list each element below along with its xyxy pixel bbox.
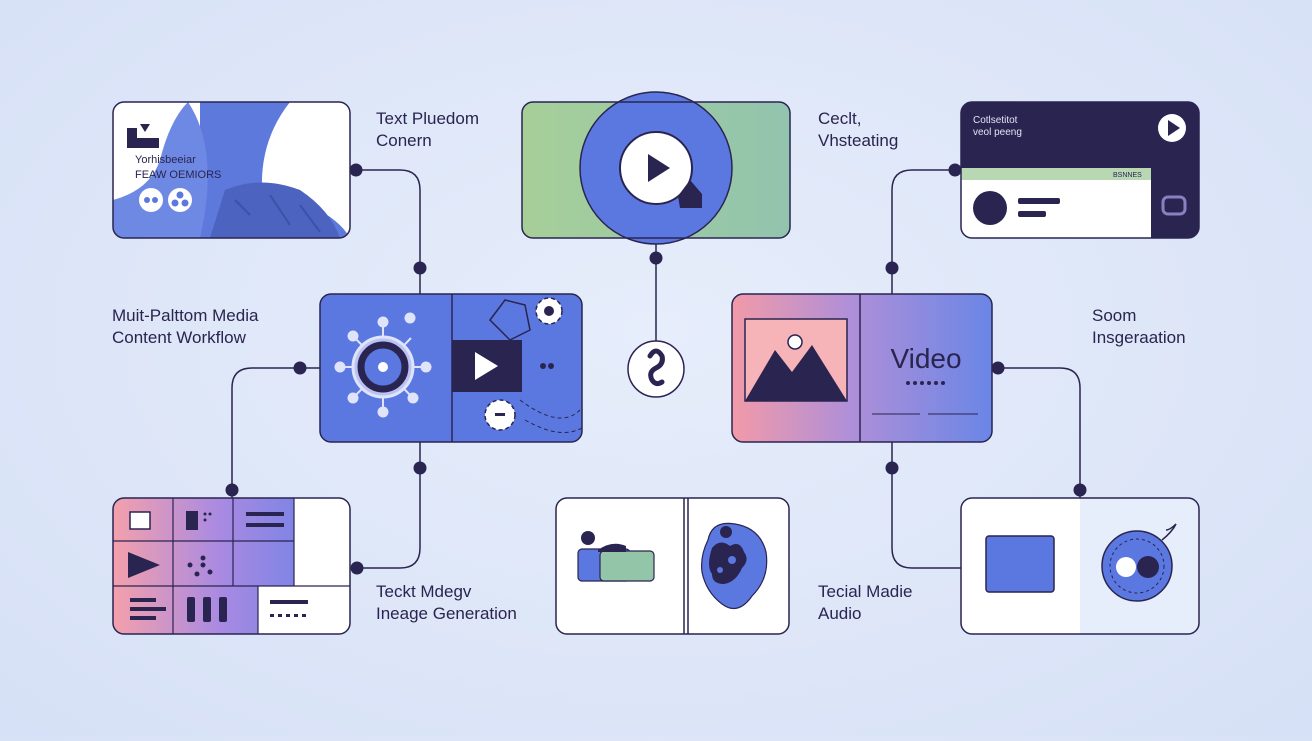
play-icon[interactable] [128, 552, 160, 578]
image-icon [744, 318, 848, 402]
card-image-generation [555, 497, 790, 635]
tr-card-title-2: veol peeng [973, 127, 1022, 138]
gear-icon [535, 297, 563, 325]
pause-icon[interactable] [187, 597, 227, 622]
play-icon[interactable] [475, 352, 498, 380]
card-audio [960, 497, 1200, 635]
tr-card-title-1: Cotlsetitot [973, 115, 1018, 126]
label-image-generation: Teckt Mdegv Ineage Generation [376, 582, 517, 623]
label-integration: Soom Insgeraation [1092, 306, 1186, 347]
video-label: Video [890, 343, 961, 374]
play-icon [1168, 120, 1180, 136]
toggle-icon[interactable] [1161, 195, 1187, 216]
label-audio: Tecial Madie Audio [818, 582, 913, 623]
tr-card-tag: BSNNES [1113, 172, 1142, 179]
location-pin-icon [627, 340, 685, 398]
checkbox-icon[interactable] [129, 511, 151, 530]
card-video-player [521, 91, 791, 245]
card-text-content: Yorhisbeeiar FEAW OEMIORS [112, 101, 351, 239]
connector-lines [231, 169, 1081, 569]
logo-icon [127, 124, 159, 148]
gear-icon [484, 399, 516, 431]
card-workflow-hub [319, 293, 583, 443]
card-media-player-ui: Cotlsetitot veol peeng BSNNES [960, 101, 1200, 239]
tl-card-icons [139, 188, 192, 212]
blob-shape [701, 522, 768, 610]
label-workflow: Muit-Palttom Media Content Workflow [112, 306, 259, 347]
label-video-streaming: Ceclt, Vhsteating [818, 109, 899, 150]
card-video: Video [731, 293, 993, 443]
play-icon[interactable] [648, 154, 670, 182]
tl-card-text-1: Yorhisbeeiar [135, 154, 196, 166]
avatar [973, 191, 1007, 225]
label-text-content: Text Pluedom Conern [376, 109, 479, 150]
card-grid-controls [112, 497, 351, 635]
tl-card-text-2: FEAW OEMIORS [135, 169, 221, 181]
